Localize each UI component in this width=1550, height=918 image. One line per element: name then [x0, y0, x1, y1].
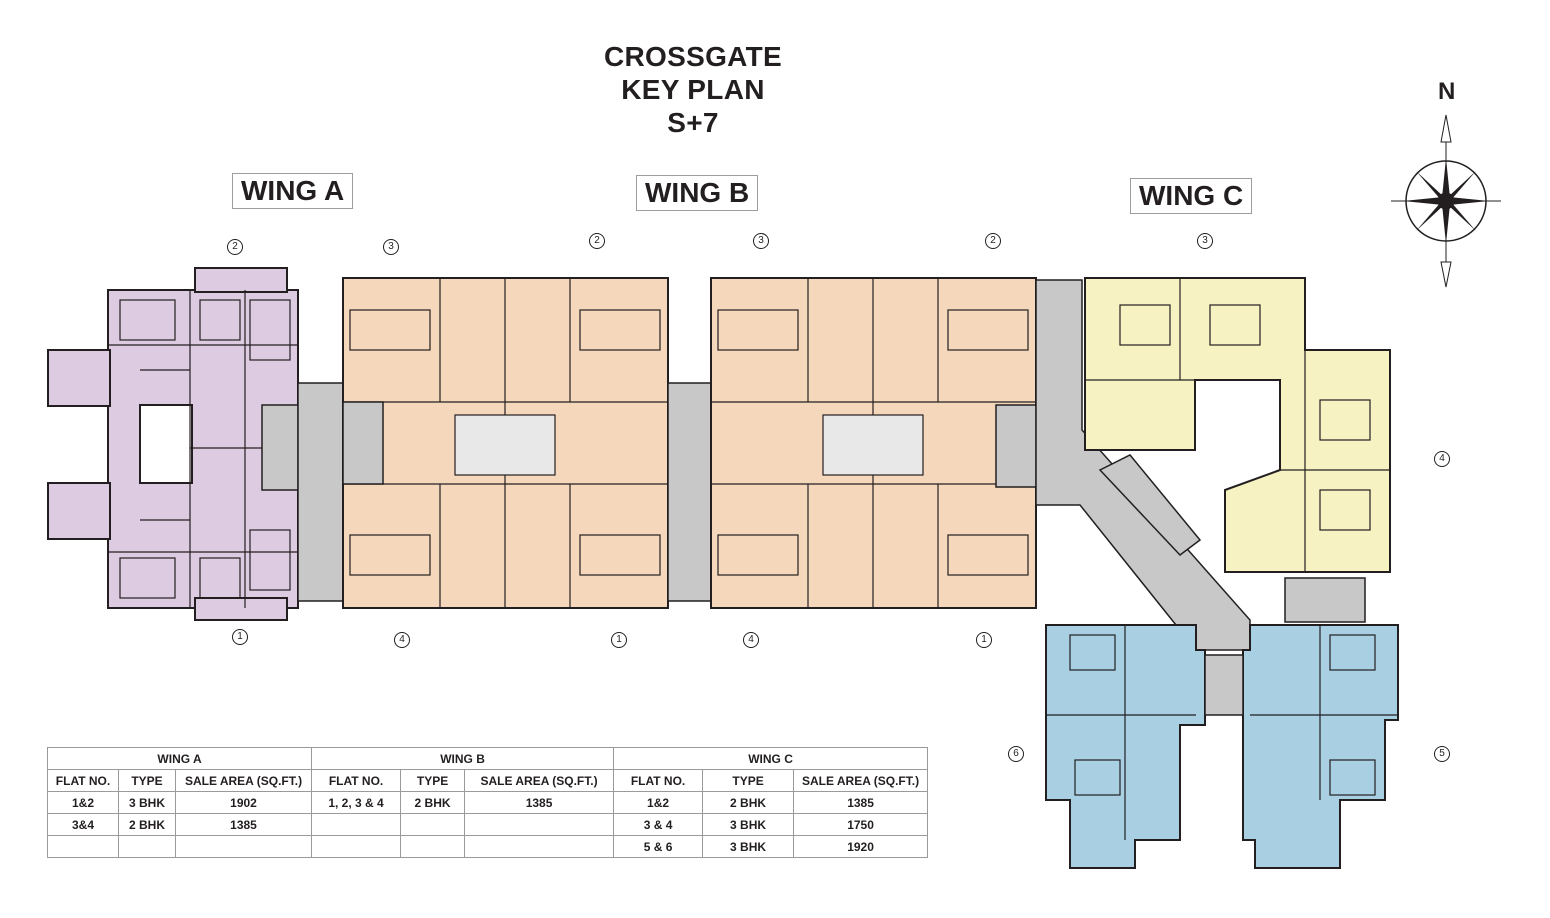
- table-cell: [47, 835, 119, 858]
- table-cell: 1385: [464, 791, 615, 814]
- marker-c-right-lower: 5: [1434, 746, 1450, 762]
- table-cell: 1, 2, 3 & 4: [311, 791, 402, 814]
- title-line-3: S+7: [667, 107, 719, 138]
- marker-b-bottom-2: 1: [611, 632, 627, 648]
- title-line-1: CROSSGATE: [604, 41, 782, 72]
- table-cell: 1920: [793, 835, 929, 858]
- table-cell: [464, 835, 615, 858]
- table-cell: [311, 813, 402, 836]
- table-cell: 1&2: [613, 791, 704, 814]
- table-cell: [311, 835, 402, 858]
- table-row: 1&2 3 BHK 1902 1, 2, 3 & 4 2 BHK 1385 1&…: [47, 791, 929, 814]
- table-cell: [400, 835, 466, 858]
- table-cell: 2 BHK: [400, 791, 466, 814]
- north-label: N: [1438, 78, 1456, 105]
- sale-area-table: WING A WING B WING C FLAT NO. TYPE SALE …: [46, 747, 929, 858]
- table-cell: 2 BHK: [118, 813, 176, 836]
- marker-c-right: 4: [1434, 451, 1450, 467]
- table-cell: [174, 835, 313, 858]
- marker-c-top: 3: [1197, 233, 1213, 249]
- table-row: 3&4 2 BHK 1385 3 & 4 3 BHK 1750: [47, 813, 929, 836]
- marker-b-top-4: 2: [985, 233, 1001, 249]
- compass-rose-icon: [1391, 114, 1501, 288]
- column-header: FLAT NO.: [311, 769, 402, 792]
- core-a-b: [297, 382, 344, 602]
- column-header: TYPE: [702, 769, 795, 792]
- plan-title: CROSSGATE KEY PLAN S+7: [560, 40, 826, 139]
- column-header: TYPE: [118, 769, 176, 792]
- column-header: FLAT NO.: [47, 769, 119, 792]
- table-cell: [464, 813, 615, 836]
- marker-a-top: 2: [227, 239, 243, 255]
- marker-b-top-2: 2: [589, 233, 605, 249]
- table-cell: 1&2: [47, 791, 119, 814]
- table-wing-header-row: WING A WING B WING C: [46, 747, 929, 770]
- table-cell: [118, 835, 176, 858]
- marker-a-bottom: 1: [232, 629, 248, 645]
- core-b-middle: [667, 382, 712, 602]
- table-cell: 1750: [793, 813, 929, 836]
- wing-c-upper-plan: [1084, 277, 1391, 573]
- marker-b-bottom-3: 4: [743, 632, 759, 648]
- wing-c-lower-plan: [1045, 624, 1399, 869]
- marker-b-top-3: 3: [753, 233, 769, 249]
- wing-a-label: WING A: [232, 173, 354, 209]
- wing-c-core: [1035, 279, 1366, 651]
- table-cell: 1385: [174, 813, 313, 836]
- column-header: TYPE: [400, 769, 466, 792]
- table-cell: 3 BHK: [702, 835, 795, 858]
- table-cell: 1902: [174, 791, 313, 814]
- column-header: SALE AREA (SQ.FT.): [464, 769, 615, 792]
- wing-b-left-plan: [342, 277, 669, 609]
- table-cell: 3 BHK: [118, 791, 176, 814]
- wing-c-header: WING C: [613, 747, 929, 770]
- table-cell: 3&4: [47, 813, 119, 836]
- wing-b-header: WING B: [311, 747, 615, 770]
- table-cell: 3 & 4: [613, 813, 704, 836]
- column-header: SALE AREA (SQ.FT.): [793, 769, 929, 792]
- marker-b-bottom-4: 1: [976, 632, 992, 648]
- wing-a-header: WING A: [46, 747, 313, 770]
- column-header: SALE AREA (SQ.FT.): [174, 769, 313, 792]
- marker-b-top-1: 3: [383, 239, 399, 255]
- table-column-header-row: FLAT NO. TYPE SALE AREA (SQ.FT.) FLAT NO…: [47, 769, 929, 792]
- table-cell: 1385: [793, 791, 929, 814]
- table-cell: [400, 813, 466, 836]
- wing-a-plan: [47, 267, 299, 621]
- table-row: 5 & 6 3 BHK 1920: [47, 835, 929, 858]
- table-cell: 3 BHK: [702, 813, 795, 836]
- marker-b-bottom-1: 4: [394, 632, 410, 648]
- title-line-2: KEY PLAN: [621, 74, 765, 105]
- wing-b-right-plan: [710, 277, 1037, 609]
- column-header: FLAT NO.: [613, 769, 704, 792]
- wing-c-label: WING C: [1130, 178, 1253, 214]
- table-cell: 2 BHK: [702, 791, 795, 814]
- table-cell: 5 & 6: [613, 835, 704, 858]
- marker-c-left-lower: 6: [1008, 746, 1024, 762]
- wing-b-label: WING B: [636, 175, 759, 211]
